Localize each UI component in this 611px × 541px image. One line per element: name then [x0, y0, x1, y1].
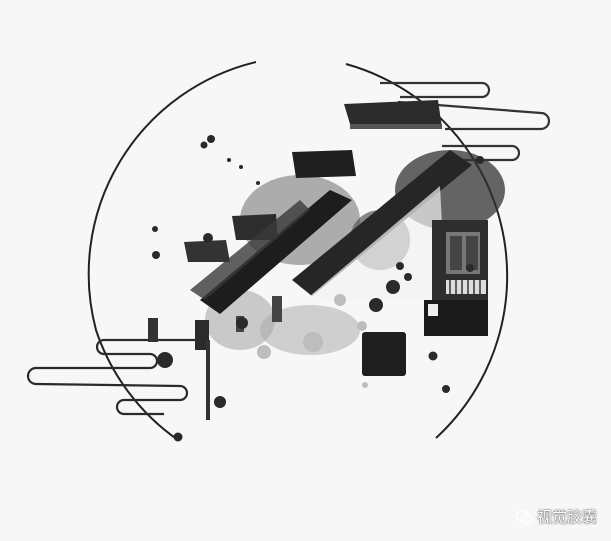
ink-splatter-light [257, 294, 368, 388]
cloud-swirl-left [26, 338, 200, 416]
ink-splatter [152, 135, 484, 442]
watermark: 视觉胶囊 [515, 506, 597, 527]
cloud-swirl-top [380, 81, 551, 162]
gable-walls [148, 100, 488, 420]
wechat-icon [515, 509, 533, 524]
watermark-text: 视觉胶囊 [536, 508, 597, 526]
circle-arc [87, 61, 509, 441]
